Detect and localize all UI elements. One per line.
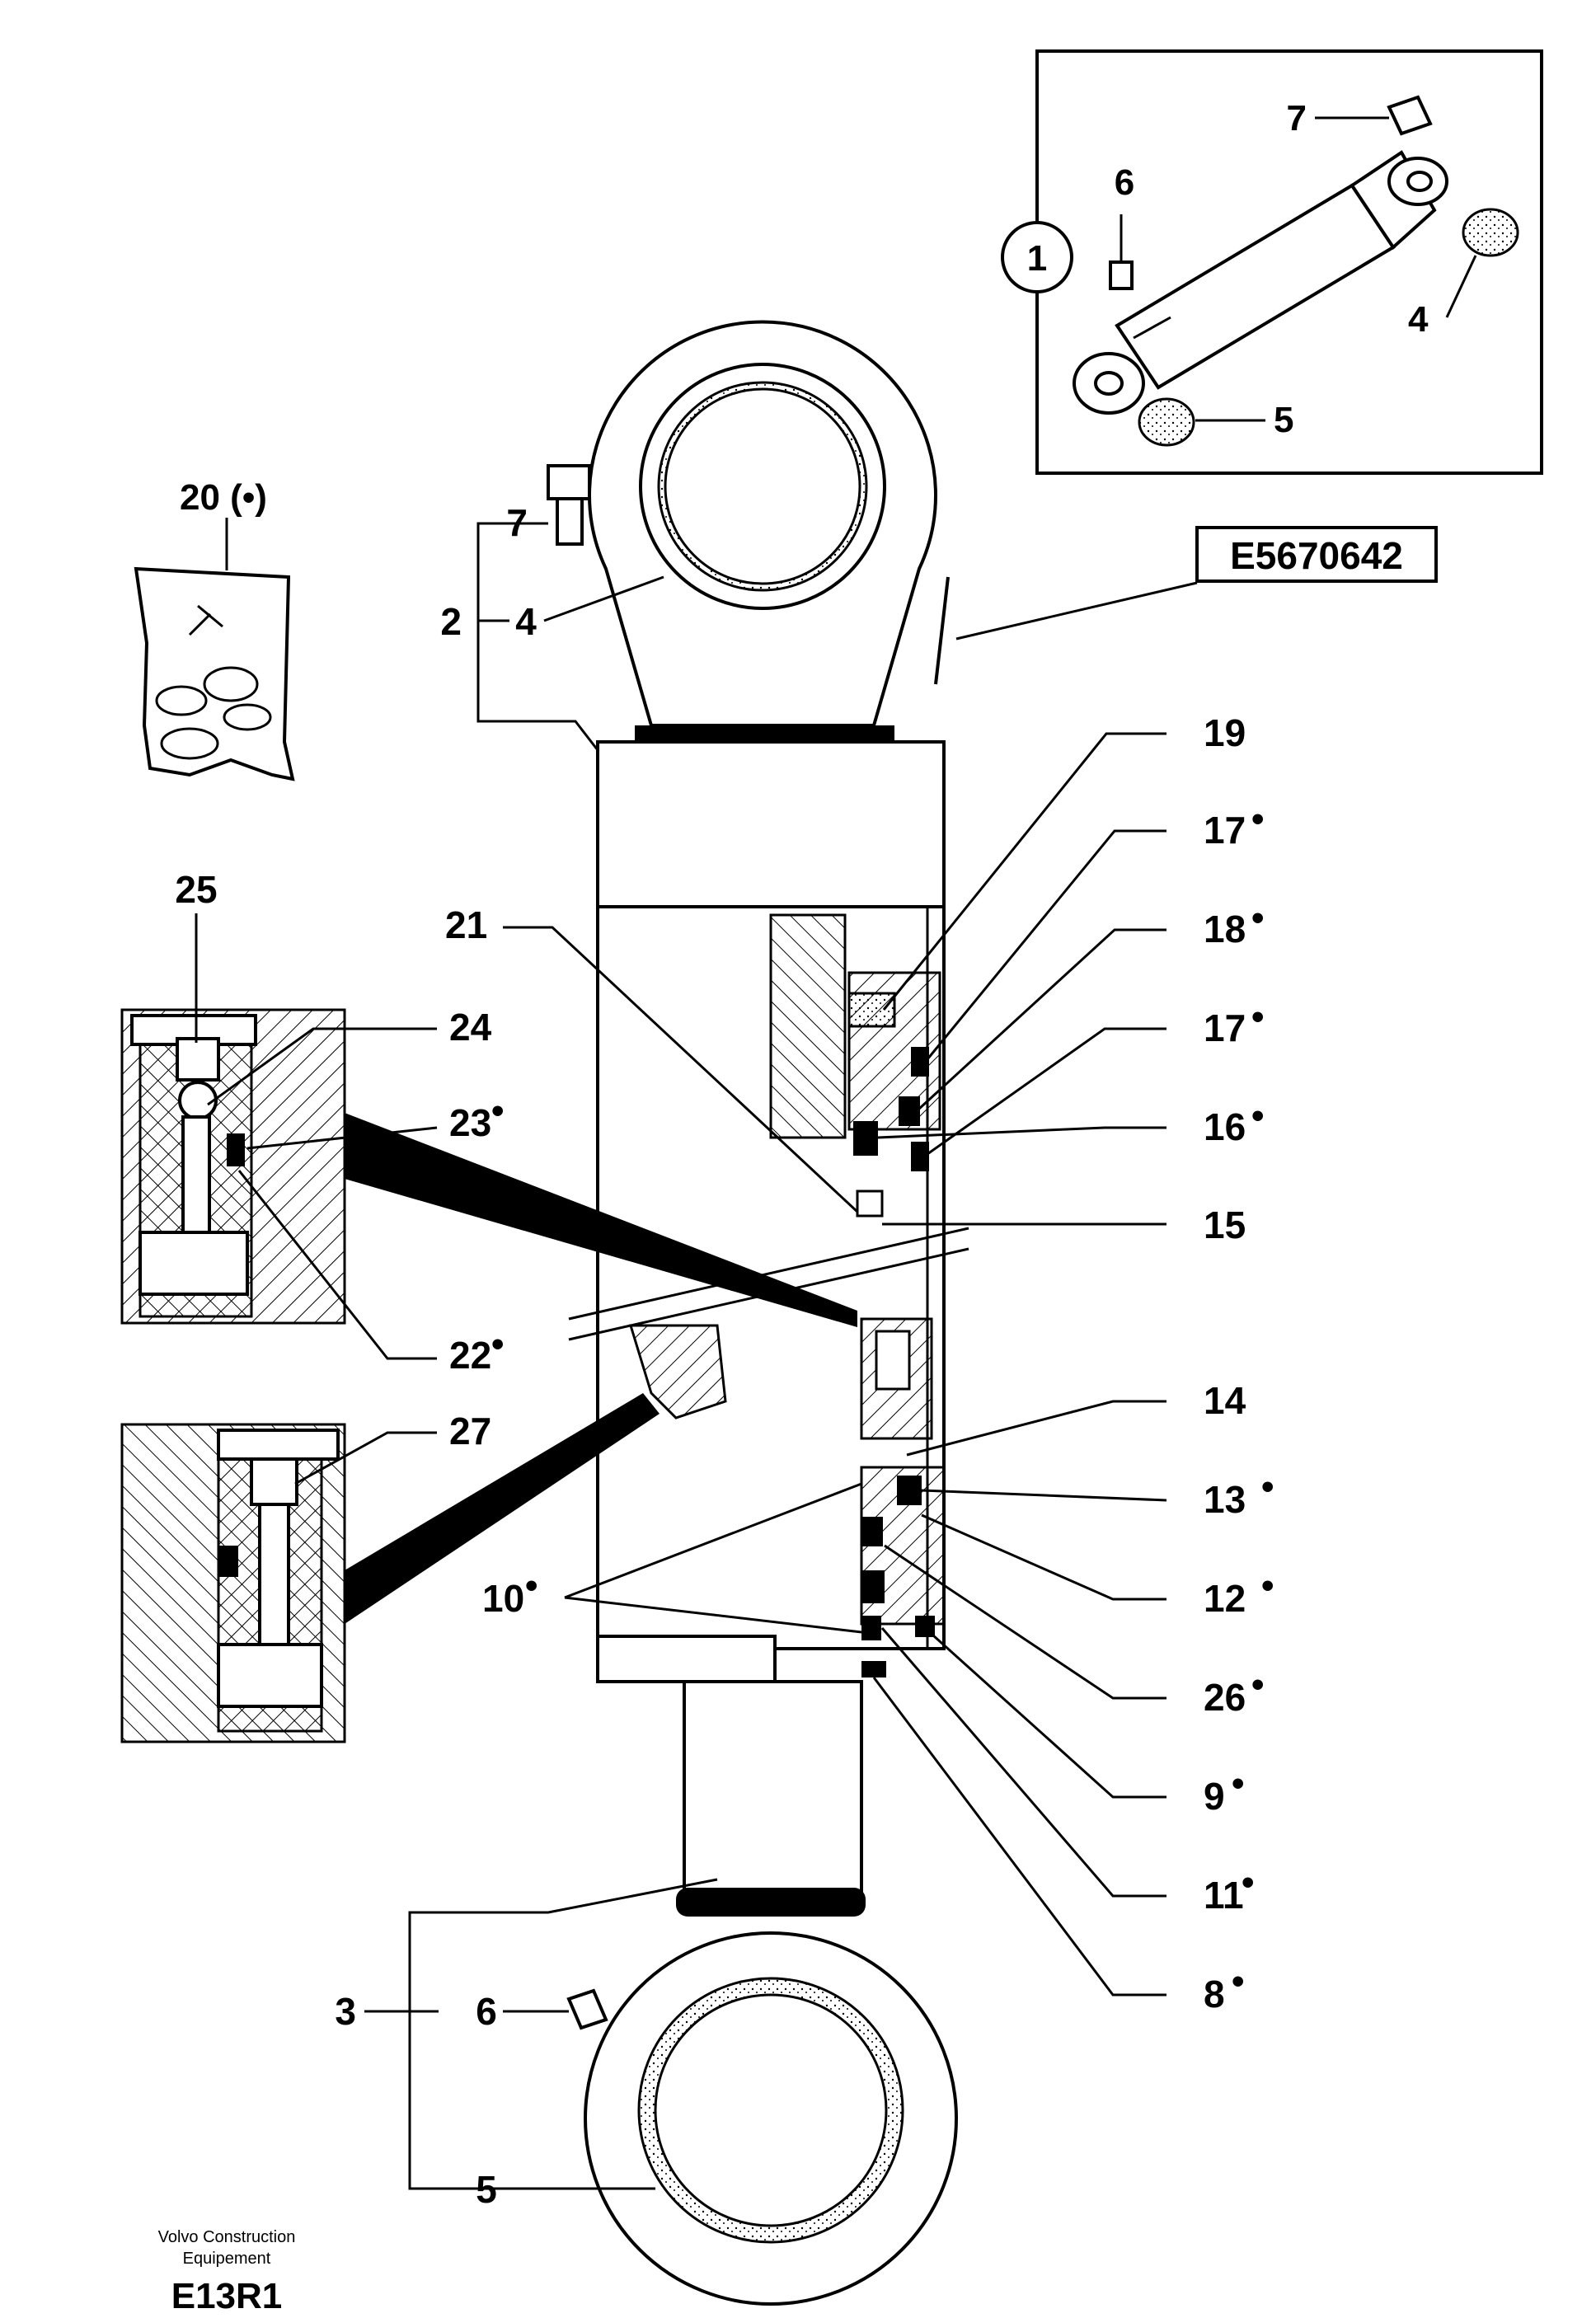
callout-26: 26 <box>1204 1676 1246 1719</box>
seal-18 <box>899 1096 920 1126</box>
code-text: E5670642 <box>1230 534 1403 577</box>
callout-10-marker: • <box>525 1565 537 1606</box>
main-cylinder <box>547 320 969 2306</box>
overview-inset: 1 7 6 4 5 <box>1001 49 1543 475</box>
callout-7-top: 7 <box>506 501 528 544</box>
callout-17a-marker: • <box>1251 799 1264 839</box>
seal-12 <box>861 1517 883 1546</box>
callout-23: 23 <box>449 1101 491 1144</box>
callout-27: 27 <box>449 1410 491 1452</box>
callout-6-bottom: 6 <box>476 1990 497 2033</box>
seal-kit-bag <box>134 566 295 781</box>
callout-22: 22 <box>449 1334 491 1377</box>
callout-21: 21 <box>445 903 487 946</box>
callout-11: 11 <box>1204 1874 1244 1917</box>
callout-4-top: 4 <box>515 600 537 643</box>
seal-8 <box>861 1661 886 1678</box>
caption-line-2: Equipement <box>183 2250 271 2268</box>
seal-16 <box>853 1121 878 1156</box>
callout-17a: 17 <box>1204 809 1246 852</box>
right-callouts: 19 17 • 18 • 17 • 16 • 15 14 13 • 12 • 2… <box>482 711 1274 2015</box>
callout-17b: 17 <box>1204 1006 1246 1049</box>
callout-24: 24 <box>449 1006 492 1049</box>
drawing-code: E5670642 <box>934 526 1438 685</box>
callout-13: 13 <box>1204 1478 1246 1521</box>
callout-12: 12 <box>1204 1577 1246 1620</box>
inset-label-7: 7 <box>1287 98 1307 138</box>
left-callouts: 2 4 7 3 6 5 <box>335 501 718 2211</box>
seal-23 <box>227 1133 245 1166</box>
grease-nipple-6 <box>566 1988 608 2030</box>
detail-a-pointer <box>345 1113 857 1327</box>
seal-13 <box>897 1476 922 1505</box>
callout-17b-marker: • <box>1251 997 1264 1037</box>
inset-grease-nipple-7 <box>1315 95 1433 136</box>
callout-25: 25 <box>175 868 217 911</box>
callout-26-marker: • <box>1251 1664 1264 1705</box>
bottom-flange <box>596 1635 777 1683</box>
inset-circle-label: 1 <box>1027 238 1047 279</box>
detail-b-pointer <box>345 1393 660 1624</box>
seal-kit: 20 (•) <box>134 477 295 781</box>
callout-16-marker: • <box>1251 1096 1264 1136</box>
callout-19: 19 <box>1204 711 1246 754</box>
part-15 <box>856 1190 884 1218</box>
inset-bushing-5 <box>1138 397 1195 447</box>
inset-label-5: 5 <box>1274 400 1293 440</box>
piston-rod-section <box>769 913 847 1139</box>
inset-grease-nipple-6 <box>1109 214 1134 290</box>
callout-9: 9 <box>1204 1775 1225 1818</box>
footer: Volvo Construction Equipement E13R1 <box>158 2228 296 2316</box>
caption-line-1: Volvo Construction <box>158 2228 296 2246</box>
seal-17a <box>911 1047 929 1077</box>
callout-14: 14 <box>1204 1379 1246 1422</box>
bottom-eye-bore <box>654 1993 888 2227</box>
inset-label-6: 6 <box>1115 162 1134 203</box>
part-19-ring <box>847 992 896 1028</box>
seal-17b <box>911 1142 929 1171</box>
callout-8: 8 <box>1204 1973 1225 2015</box>
detail-valve-b <box>120 1393 660 1743</box>
callout-13-marker: • <box>1261 1466 1274 1507</box>
callout-8-marker: • <box>1232 1961 1244 2001</box>
cylinder-overview-sketch <box>1073 150 1448 415</box>
cylinder-head <box>596 740 946 908</box>
grease-nipple-7 <box>547 464 591 500</box>
callout-22-marker: • <box>491 1324 504 1364</box>
inset-circle <box>1001 221 1073 293</box>
callout-18-marker: • <box>1251 898 1264 938</box>
inset-label-4: 4 <box>1408 299 1429 340</box>
callout-9-marker: • <box>1232 1763 1244 1804</box>
seal-26 <box>861 1570 885 1603</box>
code-box <box>1195 526 1438 583</box>
valve-cutout <box>628 1324 727 1419</box>
drawing-id: E13R1 <box>171 2276 283 2316</box>
seal-kit-label: 20 (•) <box>180 477 267 518</box>
callout-5-bottom: 5 <box>476 2168 497 2211</box>
callout-15: 15 <box>1204 1204 1246 1246</box>
callout-18: 18 <box>1204 908 1246 950</box>
callout-12-marker: • <box>1261 1565 1274 1606</box>
callout-23-marker: • <box>491 1091 504 1131</box>
callout-10: 10 <box>482 1577 524 1620</box>
seal-11 <box>861 1616 881 1640</box>
callout-2: 2 <box>440 600 462 643</box>
callout-3: 3 <box>335 1990 356 2033</box>
callout-11-marker: • <box>1242 1862 1254 1903</box>
detail-callouts: 25 24 23 • 22 • 21 27 <box>175 868 859 1485</box>
inset-bushing-4 <box>1462 208 1519 257</box>
check-ball-24 <box>178 1081 218 1120</box>
seal-27-area <box>218 1546 238 1577</box>
lower-rod <box>683 1680 863 1906</box>
detail-valve-a <box>120 1008 857 1327</box>
callout-16: 16 <box>1204 1105 1246 1148</box>
